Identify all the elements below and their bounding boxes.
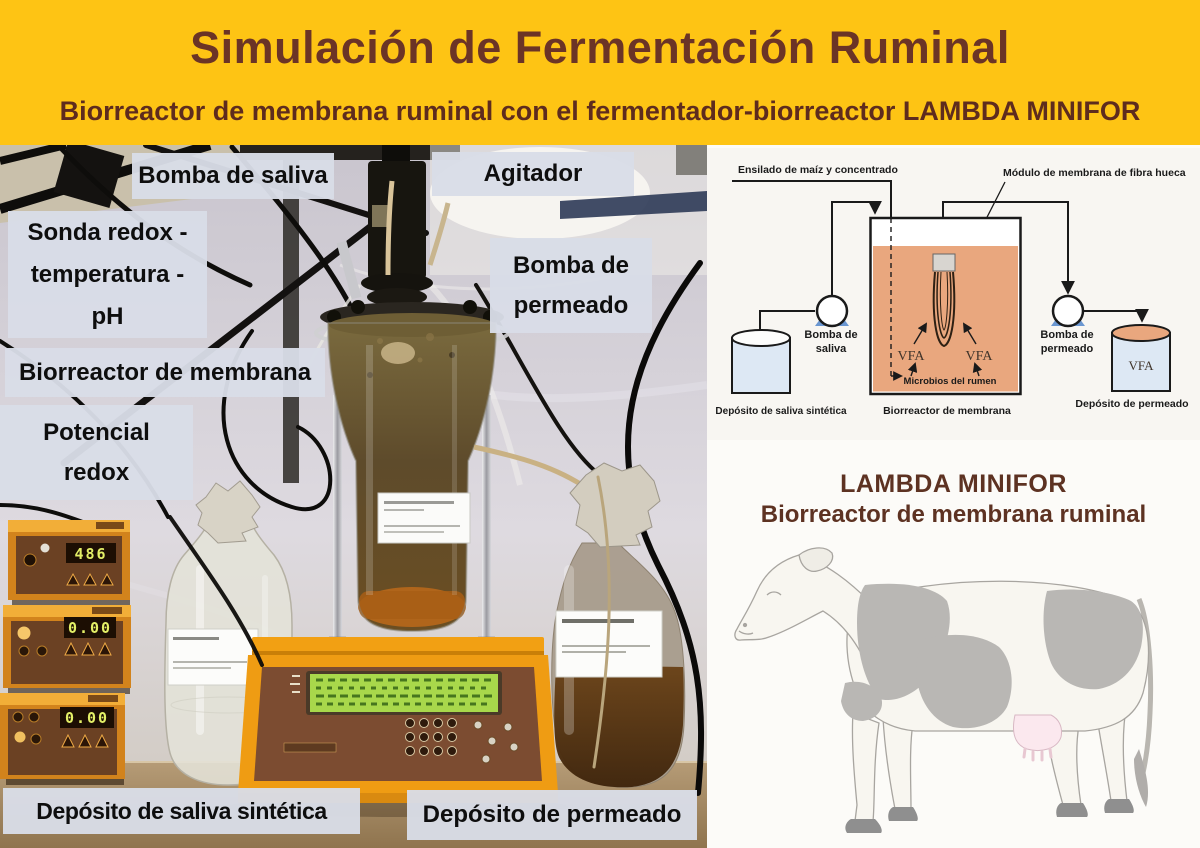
caption: LAMBDA MINIFOR Biorreactor de membrana r… xyxy=(707,470,1200,529)
bioreactor xyxy=(228,145,568,817)
bomba-permeado-2: permeado xyxy=(1041,343,1094,355)
right-panel: VFA VFA Microbios del rumen VFA xyxy=(707,145,1200,848)
saliva-pump-display: 0.00 xyxy=(68,619,112,637)
label-bomba-saliva: Bomba de saliva xyxy=(132,153,334,199)
vessel-label xyxy=(377,492,471,544)
caption-line2: Biorreactor de membrana ruminal xyxy=(760,501,1147,528)
dep-permeado-label: Depósito de permeado xyxy=(1075,398,1188,410)
microbios-label: Microbios del rumen xyxy=(904,376,997,387)
vessel xyxy=(328,323,496,631)
permeate-bottle xyxy=(473,444,686,788)
redox-probe xyxy=(336,240,362,300)
permeate-pump-controller: 0.00 xyxy=(0,693,125,785)
header: Simulación de Fermentación Ruminal Biorr… xyxy=(0,0,1200,145)
biorreactor-label: Biorreactor de membrana xyxy=(883,405,1011,417)
label-bomba-permeado: Bomba de permeado xyxy=(490,238,652,333)
process-diagram: VFA VFA Microbios del rumen VFA xyxy=(707,148,1200,440)
redox-display: 486 xyxy=(74,545,107,563)
keypad xyxy=(405,718,519,764)
label-sonda: Sonda redox - temperatura - pH xyxy=(8,211,207,338)
bomba-saliva-1: Bomba de xyxy=(804,329,857,341)
redox-controller: 486 xyxy=(8,520,130,606)
lab-photo: 486 0.00 xyxy=(0,145,707,848)
modulo-label: Módulo de membrana de fibra hueca xyxy=(1003,167,1186,179)
label-potencial-redox: Potencial redox xyxy=(0,405,193,500)
vfa-tank: VFA xyxy=(1128,358,1154,373)
foil-cap xyxy=(195,480,261,544)
cables-front xyxy=(168,475,611,769)
membrane-module-holder xyxy=(932,253,956,272)
cow-face xyxy=(738,591,782,635)
cow-patches xyxy=(841,583,1143,729)
vfa-left: VFA xyxy=(898,349,926,364)
bomba-saliva-2: saliva xyxy=(816,343,847,355)
caption-line1: LAMBDA MINIFOR xyxy=(840,470,1067,498)
label-agitador: Agitador xyxy=(432,152,634,196)
page-title: Simulación de Fermentación Ruminal xyxy=(190,22,1010,73)
label-deposito-saliva: Depósito de saliva sintética xyxy=(3,788,360,834)
ensilado-label: Ensilado de maíz y concentrado xyxy=(738,164,898,176)
label-biorreactor-membrana: Biorreactor de membrana xyxy=(5,348,325,397)
diagram-permeate-tank: VFA xyxy=(1111,324,1171,392)
foil-cap xyxy=(569,462,661,548)
vfa-right: VFA xyxy=(966,349,994,364)
permeate-pump-display: 0.00 xyxy=(65,709,109,727)
diagram-saliva-tank xyxy=(731,329,791,394)
cow-illustration xyxy=(715,543,1193,841)
dep-saliva-label: Depósito de saliva sintética xyxy=(715,406,847,417)
page-subtitle: Biorreactor de membrana ruminal con el f… xyxy=(59,96,1141,126)
diagram-saliva-pump xyxy=(815,294,849,328)
diagram-tank: VFA VFA Microbios del rumen xyxy=(869,216,1022,396)
cow-hooves xyxy=(845,799,1134,833)
saliva-bottle-label xyxy=(167,628,259,686)
label-deposito-permeado: Depósito de permeado xyxy=(407,790,697,840)
saliva-pump-controller: 0.00 xyxy=(3,605,131,694)
cow-udder xyxy=(1013,714,1062,762)
hollow-fiber-loop xyxy=(932,271,956,348)
bomba-permeado-1: Bomba de xyxy=(1040,329,1093,341)
diagram-permeate-pump xyxy=(1051,294,1085,328)
